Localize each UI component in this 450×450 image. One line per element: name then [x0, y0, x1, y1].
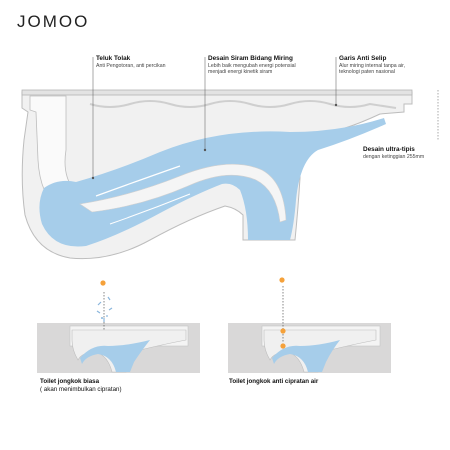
callout-ultra-title: Desain ultra-tipis: [363, 146, 415, 153]
toilet-rim: [21, 89, 413, 96]
callout-desain-desc1: Lebih baik mengubah energi potensial: [208, 63, 296, 69]
water-right: [272, 340, 340, 372]
leader-dot: [334, 103, 338, 107]
drop-right-mid: [280, 328, 286, 334]
caption-left: Toilet jongkok biasa ( akan menimbulkan …: [40, 378, 122, 394]
splash-drop: [106, 315, 108, 317]
leader-dot: [91, 176, 95, 180]
callout-garis-title: Garis Anti Selip: [339, 55, 387, 62]
callout-ultra-desc: dengan ketinggian 255mm: [363, 154, 425, 160]
caption-right: Toilet jongkok anti cipratan air: [229, 378, 318, 386]
callout-garis-desc2: teknologi paten nasional: [339, 69, 395, 76]
drop-left: [100, 280, 106, 286]
callout-desain: Desain Siram Bidang Miring Lebih baik me…: [208, 55, 296, 76]
flow-line: [95, 165, 181, 197]
callout-desain-desc2: menjadi energi kinetik siram: [208, 69, 273, 76]
brand-logo: JOMOO: [17, 12, 90, 31]
drop-right-low: [280, 343, 286, 349]
callout-teluk-desc: Anti Pengotoran, anti percikan: [96, 63, 166, 69]
flow-line: [109, 193, 191, 225]
leader-dot: [203, 148, 207, 152]
callout-garis: Garis Anti Selip Alur miring internal ta…: [339, 55, 405, 76]
water-area: [39, 118, 387, 247]
drop-right: [279, 277, 285, 283]
callout-garis-desc1: Alur miring internal tanpa air,: [339, 63, 406, 69]
trap-curve: [79, 163, 287, 223]
anti-slip-ridge: [89, 100, 397, 109]
callout-teluk-title: Teluk Tolak: [96, 55, 131, 62]
caption-left-title: Toilet jongkok biasa: [40, 378, 100, 385]
caption-left-note: ( akan menimbulkan cipratan): [40, 386, 122, 393]
water-left: [80, 340, 150, 372]
callout-ultra: Desain ultra-tipis dengan ketinggian 255…: [363, 146, 424, 160]
callout-teluk: Teluk Tolak Anti Pengotoran, anti percik…: [96, 55, 166, 69]
callout-desain-title: Desain Siram Bidang Miring: [208, 55, 293, 62]
splash-left: [96, 296, 113, 322]
splash-drop: [101, 317, 103, 319]
caption-right-title: Toilet jongkok anti cipratan air: [229, 378, 319, 385]
